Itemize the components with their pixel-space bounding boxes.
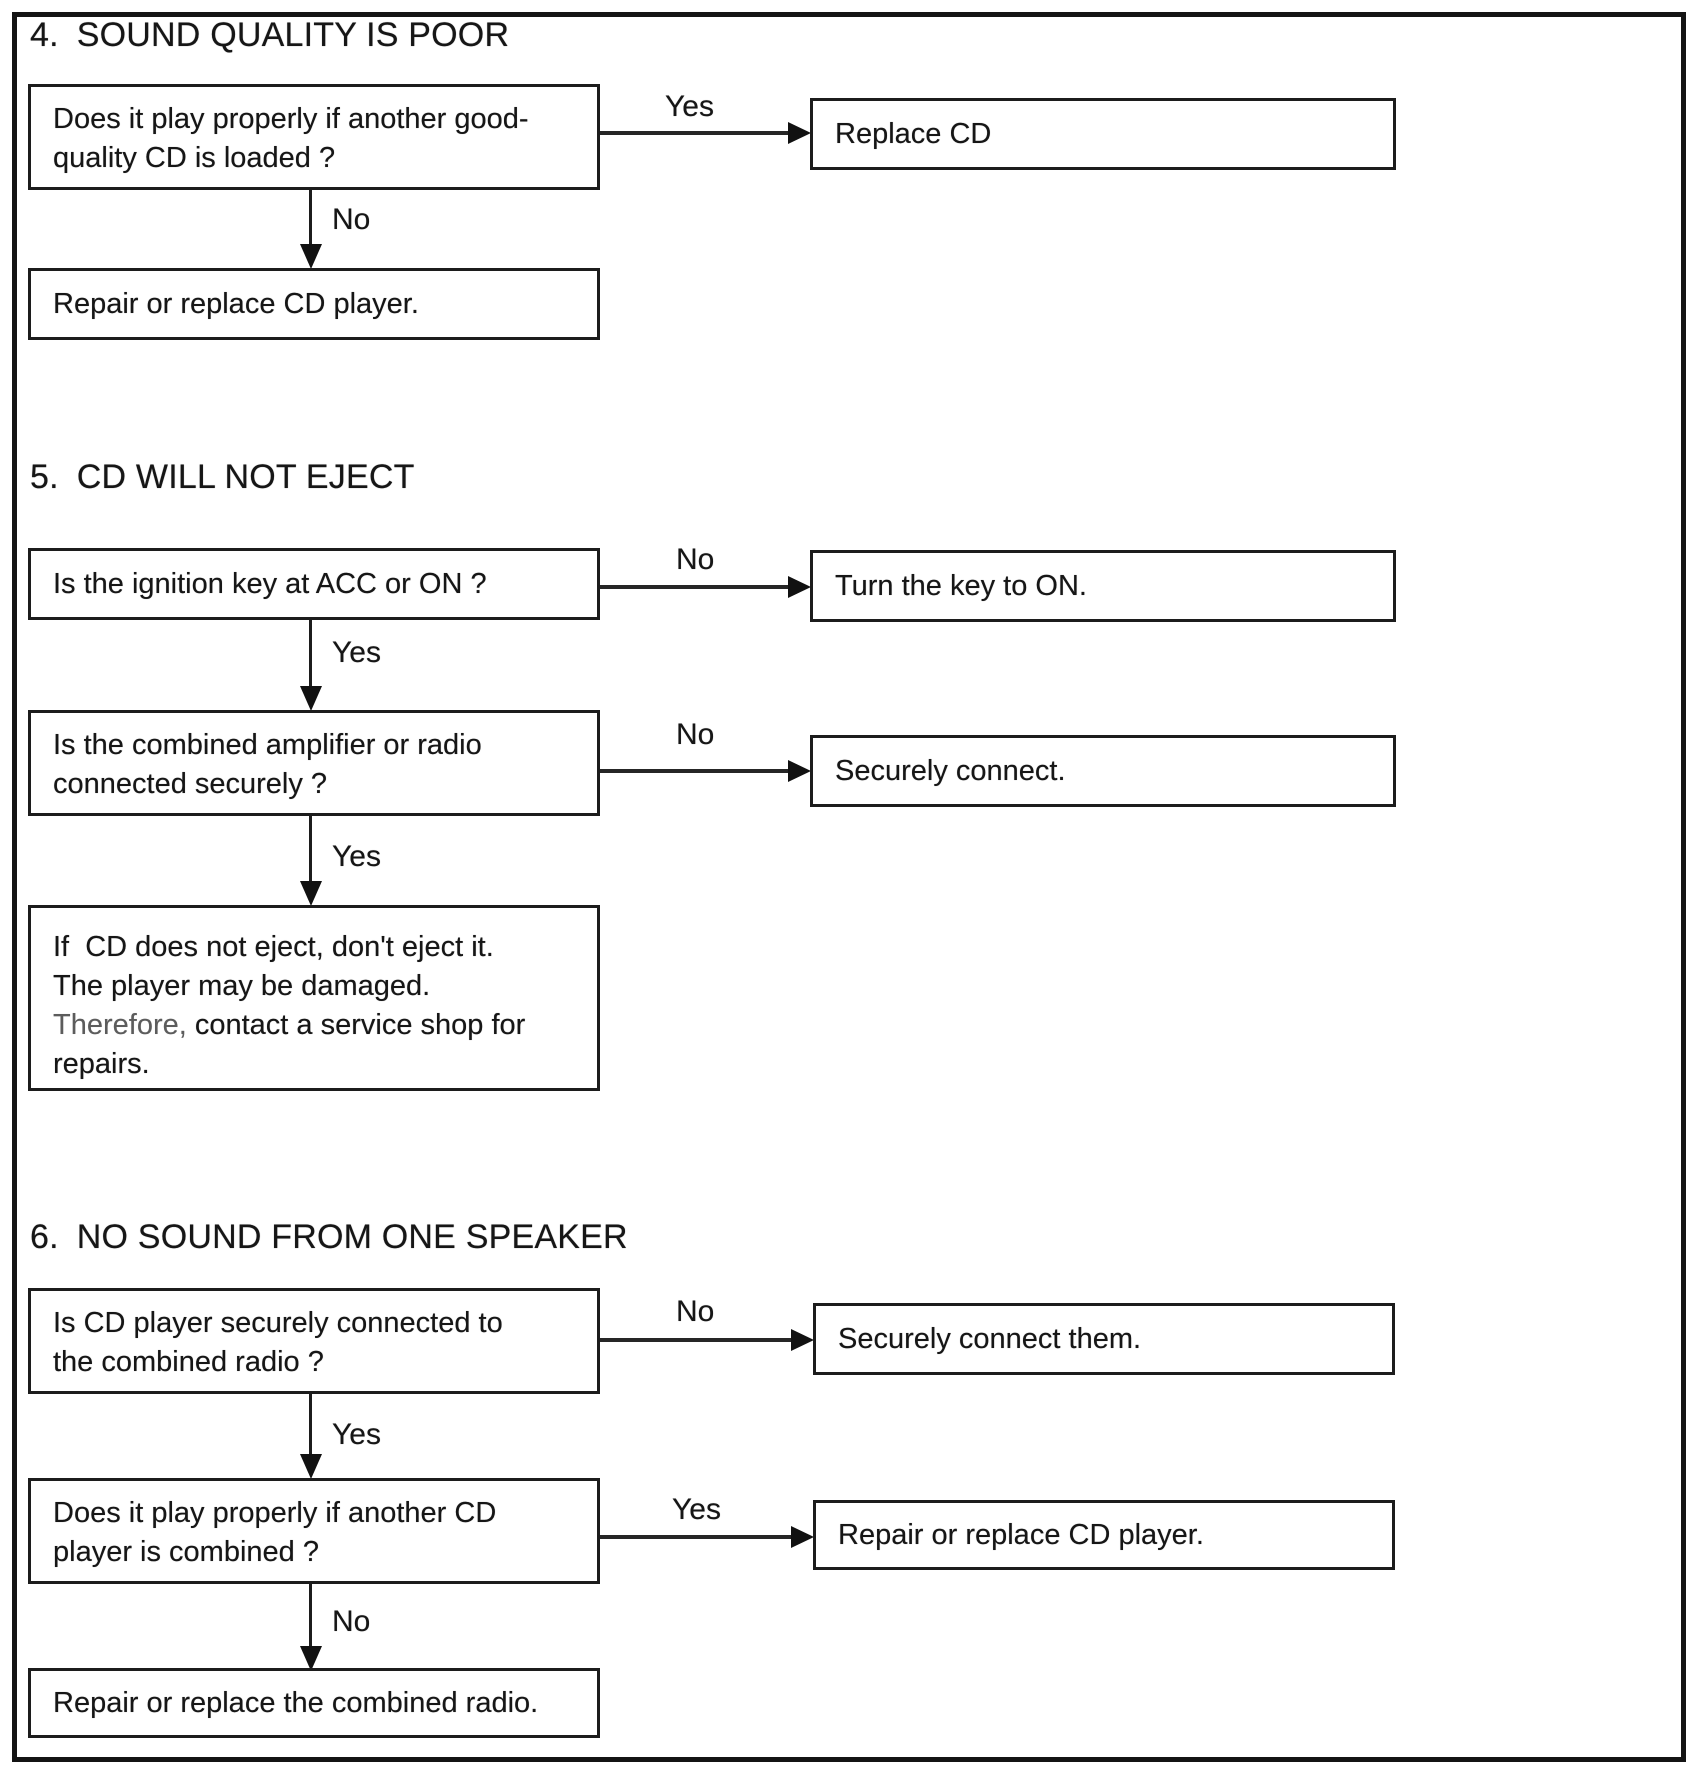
section-6-heading: NO SOUND FROM ONE SPEAKER [76,1218,628,1256]
s5-q2-no-label: No [676,718,715,751]
s5-advice-line3-rest: contact a service shop for [186,1009,526,1041]
s6-repair-radio-box: Repair or replace the combined radio. [28,1668,600,1738]
s5-turn-key-text: Turn the key to ON. [835,569,1087,602]
s5-q2-yes-label: Yes [332,840,381,873]
s5-q1-no-arrowhead-icon [788,576,811,598]
s6-securely-connect-them-text: Securely connect them. [838,1322,1142,1355]
s6-question1-box: Is CD player securely connected to the c… [28,1288,600,1394]
s6-q1-yes-label: Yes [332,1418,381,1451]
s5-q2-no-arrow-line [600,769,790,773]
s6-q2-no-arrow-line [309,1584,312,1648]
section-6-number: 6. [30,1218,59,1256]
s5-securely-connect-box: Securely connect. [810,735,1396,807]
s6-q2-yes-arrow-line [600,1535,793,1539]
s4-yes-label: Yes [665,90,714,123]
s4-repair-player-box: Repair or replace CD player. [28,268,600,340]
section-4-heading: SOUND QUALITY IS POOR [76,16,510,54]
s5-q1-yes-arrow-line [309,620,312,688]
section-4-title: 4. SOUND QUALITY IS POOR [30,16,509,55]
s6-q2-yes-arrowhead-icon [791,1526,814,1548]
s4-repair-player-text: Repair or replace CD player. [53,287,419,320]
s6-question1-line1: Is CD player securely connected to [53,1307,503,1339]
s4-yes-arrow-line [600,131,790,135]
s5-q2-no-arrowhead-icon [788,760,811,782]
s5-question2-line2: connected securely ? [53,768,328,800]
s5-advice-line1: If CD does not eject, don't eject it. [53,931,494,963]
s5-advice-line4: repairs. [53,1048,150,1080]
s6-question1-line2: the combined radio ? [53,1346,324,1378]
s6-question2-line2: player is combined ? [53,1536,319,1568]
s6-question2-line1: Does it play properly if another CD [53,1497,497,1529]
s5-q1-yes-arrowhead-icon [300,686,322,711]
section-5-heading: CD WILL NOT EJECT [76,458,415,496]
s6-q2-yes-label: Yes [672,1493,721,1526]
s5-advice-box: If CD does not eject, don't eject it. Th… [28,905,600,1091]
s6-q1-yes-arrowhead-icon [300,1454,322,1479]
s6-q1-no-arrow-line [600,1338,793,1342]
s4-no-arrow-line [309,190,312,248]
s4-replace-cd-box: Replace CD [810,98,1396,170]
s4-question-line1: Does it play properly if another good- [53,103,529,135]
s6-repair-radio-text: Repair or replace the combined radio. [53,1686,539,1719]
s6-securely-connect-them-box: Securely connect them. [813,1303,1395,1375]
s6-q1-no-arrowhead-icon [791,1329,814,1351]
s6-repair-player-box: Repair or replace CD player. [813,1500,1395,1570]
section-6-title: 6. NO SOUND FROM ONE SPEAKER [30,1218,628,1257]
s4-replace-cd-text: Replace CD [835,117,992,150]
s5-question2-box: Is the combined amplifier or radio conne… [28,710,600,816]
section-5-title: 5. CD WILL NOT EJECT [30,458,415,497]
s4-no-label: No [332,203,371,236]
s5-q1-yes-label: Yes [332,636,381,669]
section-4-number: 4. [30,16,59,54]
s4-yes-arrowhead-icon [788,122,811,144]
s4-question-box: Does it play properly if another good- q… [28,84,600,190]
section-5-number: 5. [30,458,59,496]
s5-securely-connect-text: Securely connect. [835,754,1066,787]
s5-advice-line2: The player may be damaged. [53,970,431,1002]
s5-q1-no-arrow-line [600,585,790,589]
s5-turn-key-box: Turn the key to ON. [810,550,1396,622]
s6-q1-yes-arrow-line [309,1394,312,1456]
s4-question-line2: quality CD is loaded ? [53,142,336,174]
s6-question2-box: Does it play properly if another CD play… [28,1478,600,1584]
s4-no-arrowhead-icon [300,244,322,269]
s5-advice-line3: Therefore, contact a service shop for [53,1006,575,1045]
s5-question1-box: Is the ignition key at ACC or ON ? [28,548,600,620]
s6-q2-no-label: No [332,1605,371,1638]
s6-q1-no-label: No [676,1295,715,1328]
s5-q1-no-label: No [676,543,715,576]
s6-q2-no-arrowhead-icon [300,1646,322,1671]
s5-q2-yes-arrow-line [309,816,312,883]
s5-advice-line3-lead: Therefore, [53,1009,187,1041]
s5-q2-yes-arrowhead-icon [300,881,322,906]
s6-repair-player-text: Repair or replace CD player. [838,1518,1204,1551]
s5-question2-line1: Is the combined amplifier or radio [53,729,482,761]
s5-question1-text: Is the ignition key at ACC or ON ? [53,567,487,600]
